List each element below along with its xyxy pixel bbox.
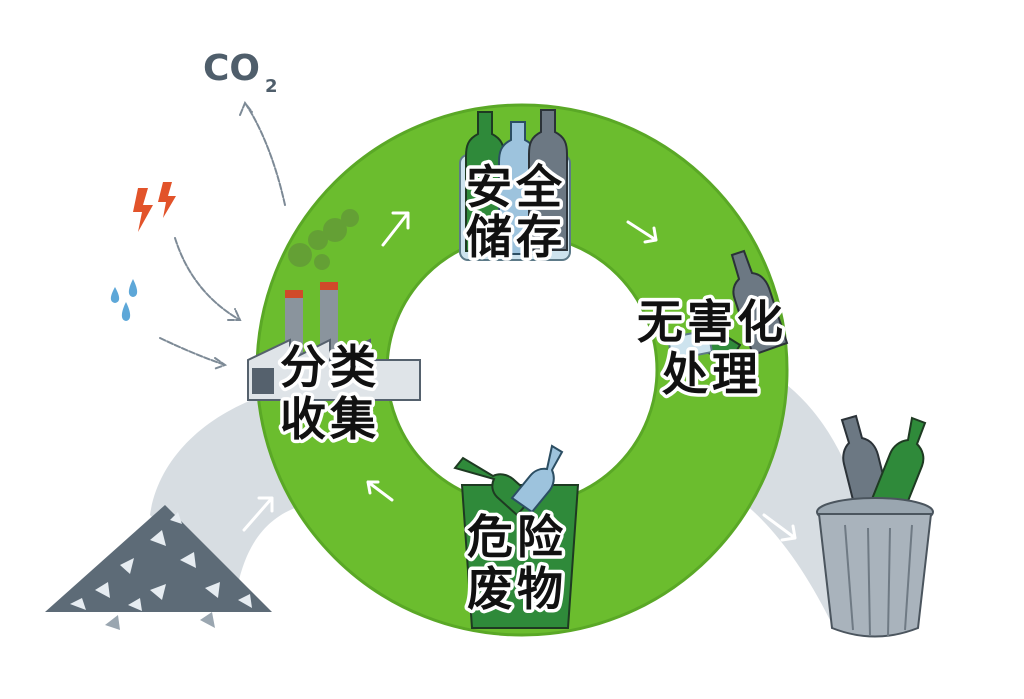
arrow-storage-to-treatment — [626, 220, 658, 244]
arrow-hazardous-to-collection — [366, 480, 394, 502]
co2-label: CO — [203, 48, 260, 89]
storage-bottles-icon — [459, 109, 571, 261]
stage-storage-line2: 储存 — [466, 210, 566, 264]
stage-hazardous-line1: 危险 — [467, 510, 567, 564]
stage-hazardous-line2: 废物 — [467, 562, 567, 616]
co2-icon: CO 2 — [203, 48, 278, 97]
sketch-arrows — [159, 101, 286, 370]
arrow-collection-to-storage — [381, 211, 410, 247]
trash-can-icon — [816, 414, 934, 638]
cycle-ring-inner-edge — [385, 233, 659, 507]
arrow-from-drops — [159, 337, 228, 370]
arrow-from-spark — [174, 237, 242, 321]
stage-treatment-line1: 无害化 — [637, 295, 787, 349]
factory-icon — [247, 282, 421, 401]
co2-subscript: 2 — [265, 76, 278, 97]
smoke-cloud — [288, 209, 359, 270]
stage-collection: 分类 收集 — [277, 337, 380, 450]
stage-storage-line1: 安全 — [466, 160, 566, 214]
lightning-icon — [133, 182, 176, 232]
treatment-bottles-icon — [666, 249, 789, 367]
arrow-treatment-to-bin — [762, 513, 797, 542]
arrow-to-co2 — [239, 101, 286, 206]
stage-storage: 安全 储存 — [463, 157, 566, 268]
waste-pile-icon — [45, 505, 272, 630]
stage-treatment-line2: 处理 — [662, 347, 762, 401]
water-drop-icon — [110, 279, 138, 321]
cycle-arrows — [242, 211, 797, 542]
arrow-pile-to-factory — [242, 496, 274, 532]
stage-hazardous: 危险 废物 — [464, 507, 567, 620]
stage-collection-line1: 分类 — [280, 340, 380, 394]
hazardous-bin-icon — [453, 444, 580, 629]
stage-treatment: 无害化 处理 — [634, 292, 787, 405]
stage-collection-line2: 收集 — [280, 392, 380, 446]
